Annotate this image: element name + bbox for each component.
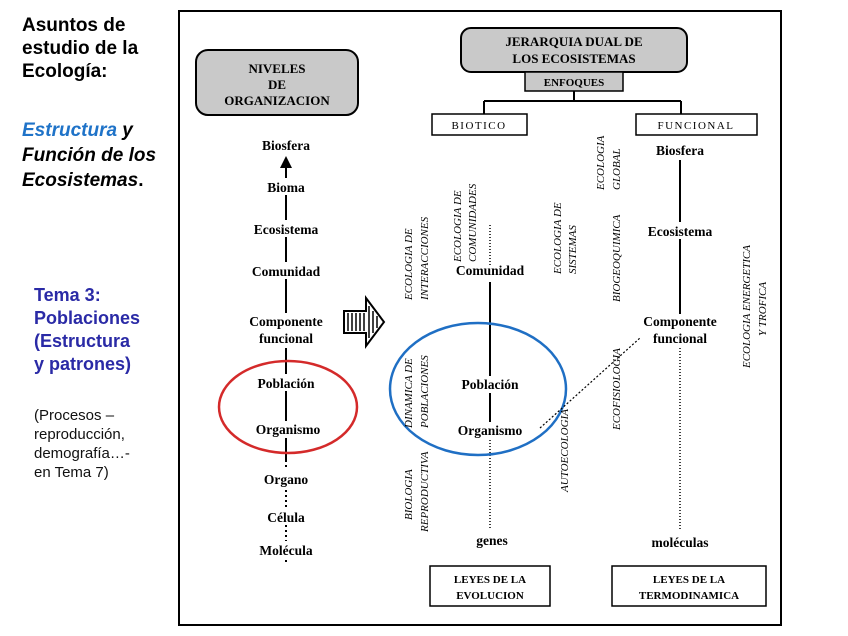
jerarquia-line2: LOS ECOSISTEMAS [512, 51, 635, 66]
levels-column: Biosfera Bioma Ecosistema Comunidad Comp… [232, 137, 340, 562]
biotic-genes: genes [476, 533, 508, 548]
niveles-box: NIVELES DE ORGANIZACION [195, 49, 359, 116]
tema-line4: y patrones) [34, 354, 132, 374]
funcional-label: FUNCIONAL [657, 120, 734, 132]
subtitle-dot: . [138, 170, 144, 191]
level-comunidad: Comunidad [252, 264, 321, 279]
big-arrow-icon [343, 295, 386, 349]
page-title: Asuntos de estudio de la Ecología: [22, 15, 139, 82]
procesos-note: (Procesos – reproducción, demografía…- e… [34, 406, 174, 482]
level-componente: Componente [249, 314, 323, 329]
label-ecologia-de-1: ECOLOGIA DE [403, 228, 415, 301]
label-dinamica-de: DINAMICA DE [403, 358, 415, 429]
subtitle-estructura: Estructura [22, 120, 118, 141]
biotico-label: BIOTICO [451, 120, 506, 132]
level-celula: Célula [267, 510, 305, 525]
label-biologia: BIOLOGIA [403, 469, 415, 520]
arrow-up-icon [280, 156, 292, 168]
tema-line3: (Estructura [34, 331, 131, 351]
enfoques-label: ENFOQUES [544, 77, 605, 89]
subtitle: Estructura y Función de los Ecosistemas. [22, 118, 177, 193]
biotic-organismo: Organismo [458, 423, 523, 438]
label-trofica: Y TROFICA [757, 282, 769, 336]
jerarquia-line1: JERARQUIA DUAL DE [505, 34, 642, 49]
leyes-evolucion-line2: EVOLUCION [456, 590, 524, 602]
funcional-box: FUNCIONAL [635, 113, 758, 136]
functional-biosfera: Biosfera [656, 143, 704, 158]
label-ecologia-energetica: ECOLOGIA ENERGETICA [741, 245, 753, 369]
label-biogeoquimica: BIOGEOQUIMICA [611, 214, 623, 302]
label-reproductiva: REPRODUCTIVA [419, 451, 431, 533]
subtitle-y: y [117, 120, 133, 141]
label-ecologia-de-3: ECOLOGIA DE [552, 202, 564, 275]
functional-column: Biosfera Ecosistema Componente funcional… [624, 142, 736, 550]
label-sistemas: SISTEMAS [567, 225, 579, 274]
functional-moleculas: moléculas [652, 535, 709, 550]
autoecologia-link [539, 337, 641, 429]
niveles-line2: DE [268, 77, 286, 92]
level-molecula: Molécula [259, 543, 312, 558]
blue-circle [388, 321, 568, 457]
functional-componente: Componente [643, 314, 717, 329]
procesos-line2: reproducción, [34, 426, 125, 443]
subtitle-line3: Ecosistemas [22, 170, 139, 191]
level-biosfera: Biosfera [262, 138, 310, 153]
biotic-column: Comunidad Población Organismo genes [442, 225, 540, 548]
enfoques-box: ENFOQUES [524, 71, 624, 92]
jerarquia-box: JERARQUIA DUAL DE LOS ECOSISTEMAS [460, 27, 688, 73]
label-ecofisiologia: ECOFISIOLOGIA [611, 348, 623, 431]
functional-funcional: funcional [653, 331, 707, 346]
label-global: GLOBAL [611, 148, 623, 190]
biotico-box: BIOTICO [431, 113, 528, 136]
level-organismo: Organismo [256, 422, 321, 437]
level-ecosistema: Ecosistema [254, 222, 319, 237]
biotic-poblacion: Población [461, 377, 518, 392]
label-interacciones: INTERACCIONES [419, 216, 431, 301]
diagram-svg: NIVELES DE ORGANIZACION JERARQUIA DUAL D… [195, 27, 769, 607]
level-bioma: Bioma [267, 180, 305, 195]
tema-line1: Tema 3: [34, 285, 101, 305]
label-comunidades: COMUNIDADES [467, 183, 479, 262]
functional-ecosistema: Ecosistema [648, 224, 713, 239]
red-circle [217, 359, 359, 455]
tema-heading: Tema 3: Poblaciones (Estructura y patron… [34, 284, 174, 376]
procesos-line4: en Tema 7) [34, 464, 109, 481]
label-poblaciones: POBLACIONES [419, 355, 431, 429]
subtitle-line2: Función de los [22, 145, 157, 166]
leyes-termodinamica-box: LEYES DE LA TERMODINAMICA [611, 565, 767, 607]
leyes-evolucion-box: LEYES DE LA EVOLUCION [429, 565, 551, 607]
biotic-comunidad: Comunidad [456, 263, 525, 278]
level-organo: Organo [264, 472, 309, 487]
enfoques-connector [483, 91, 682, 114]
leyes-termodinamica-line1: LEYES DE LA [653, 574, 725, 586]
niveles-line3: ORGANIZACION [224, 93, 330, 108]
procesos-line1: (Procesos – [34, 407, 115, 424]
leyes-termodinamica-line2: TERMODINAMICA [639, 590, 739, 602]
label-autoecologia: AUTOECOLOGIA [559, 409, 571, 493]
level-poblacion: Población [257, 376, 314, 391]
tema-line2: Poblaciones [34, 308, 141, 328]
leyes-evolucion-line1: LEYES DE LA [454, 574, 526, 586]
label-ecologia-global-1: ECOLOGIA [595, 135, 607, 191]
level-funcional: funcional [259, 331, 313, 346]
label-ecologia-de-2: ECOLOGIA DE [452, 190, 464, 263]
niveles-line1: NIVELES [248, 61, 305, 76]
vertical-labels: ECOLOGIA DE INTERACCIONES ECOLOGIA DE CO… [403, 135, 769, 533]
procesos-line3: demografía…- [34, 445, 130, 462]
ecology-diagram: NIVELES DE ORGANIZACION JERARQUIA DUAL D… [178, 10, 782, 626]
